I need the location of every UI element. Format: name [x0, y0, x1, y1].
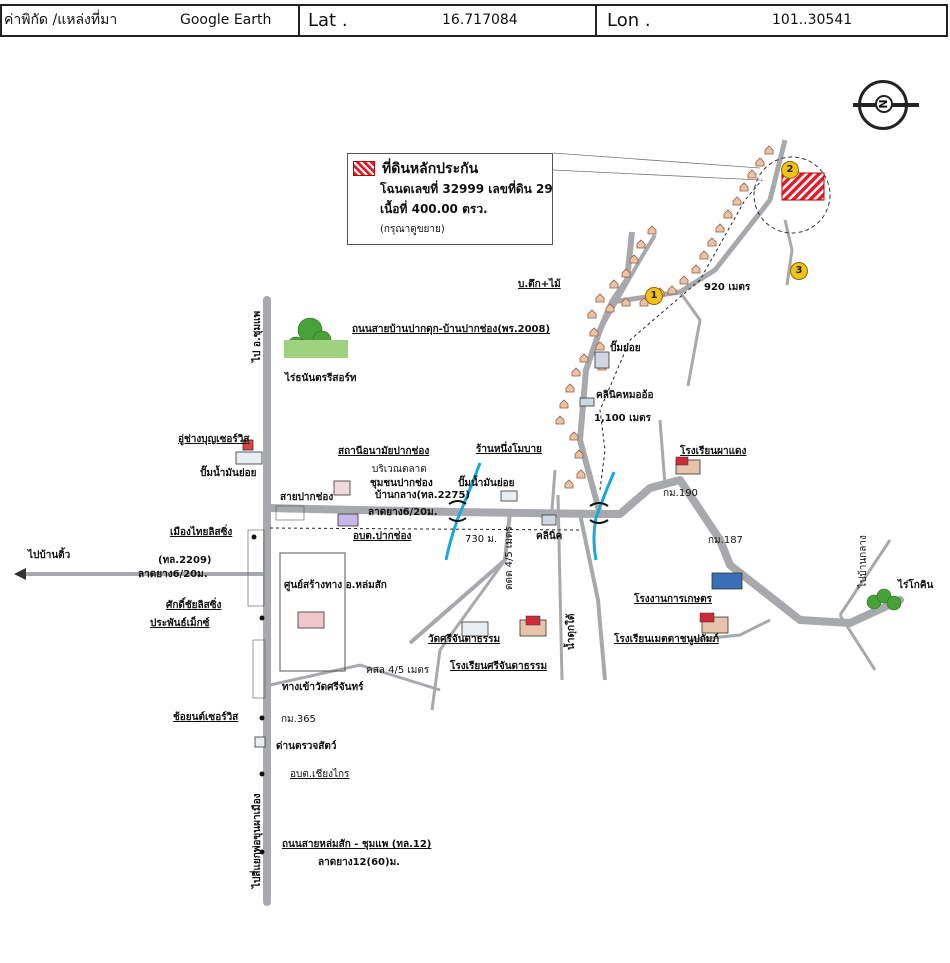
- flag-icons: [525, 456, 715, 626]
- label-dirt-road-a: ดดด 4/5 เมตร: [504, 526, 515, 590]
- label-community: ชุมชนปากช่อง: [370, 478, 433, 489]
- river: [444, 462, 616, 561]
- label-school-metta: โรงเรียนเมตตาชนูปถัมภ์: [614, 634, 719, 645]
- branch-roads: [269, 419, 892, 711]
- label-paved-6-20: ลาดยาง6/20ม.: [368, 507, 438, 518]
- label-road-2209: (ทล.2209): [158, 555, 212, 566]
- label-garage: อู่ช่างบุญเซอร์วิส: [178, 434, 250, 445]
- lat-value: 16.717084: [442, 12, 518, 28]
- label-tao-chiangkrai: อบต.เชียงไกร: [290, 769, 350, 780]
- label-wat: วัดศรีจันดาธรรม: [428, 634, 501, 645]
- houses: [555, 145, 774, 489]
- lon-value: 101..30541: [772, 12, 853, 28]
- label-km-190: กม.190: [663, 488, 698, 499]
- label-school-phadaeng: โรงเรียนผาแดง: [680, 446, 747, 457]
- map-drawing: [14, 139, 904, 906]
- marker-1: 1: [645, 287, 663, 305]
- label-wat-entrance: ทางเข้าวัดศรีจันทร์: [282, 682, 364, 693]
- label-dirt-road-b: คสล 4/5 เมตร: [366, 665, 430, 676]
- compass-north-letter: N: [875, 95, 893, 113]
- label-checkpoint: ด่านตรวจสัตว์: [276, 741, 337, 752]
- label-house-mixed: บ.ตึก+ไม้: [518, 279, 561, 290]
- label-school-sri: โรงเรียนศรีจันดาธรรม: [450, 661, 548, 672]
- tree-icons: [284, 317, 902, 611]
- legend-deed: โฉนดเลขที่ 32999 เลขที่ดิน 29: [380, 182, 553, 196]
- label-agri-office: โรงงานการเกษตร: [634, 594, 712, 605]
- label-to-ban-klang: ไปบ้านกลาง: [858, 535, 869, 588]
- label-chonlak: ช้อยนต์เซอร์วิส: [173, 712, 239, 723]
- route-dashed: [269, 179, 763, 531]
- source-value: Google Earth: [180, 12, 272, 28]
- coord-source-label: ค่าพิกัด /แหล่งที่มา: [4, 12, 118, 28]
- label-to-ban-tio: ไปบ้านติ้ว: [28, 550, 71, 561]
- km-markers: [251, 534, 265, 855]
- label-dist-730: 730 ม.: [465, 534, 498, 545]
- label-paved-12-60: ลาดยาง12(60)ม.: [318, 857, 400, 868]
- label-road-2008: ถนนสายบ้านปากดุก-บ้านปากช่อง(พร.2008): [352, 324, 551, 335]
- legend-note: (กรุณาดูขยาย): [380, 224, 445, 235]
- label-sakdi: ศักดิ์ชัยลิสซิ่ง: [166, 600, 222, 611]
- label-shop: ร้านหนึ่งโมบาย: [476, 444, 542, 455]
- label-lomsak-center: ศูนย์สร้างทาง อ.หล่มสัก: [284, 580, 387, 591]
- main-road-2275: [263, 476, 904, 627]
- label-health-center: สถานีอนามัยปากช่อง: [338, 446, 430, 457]
- label-ban-klang-road: บ้านกลาง(ทล.2275): [375, 490, 470, 501]
- label-clinic: คลินิค: [536, 531, 563, 542]
- header-bar: ค่าพิกัด /แหล่งที่มา Google Earth Lat . …: [0, 4, 948, 37]
- label-dist-920: 920 เมตร: [704, 282, 751, 293]
- legend-area: เนื้อที่ 400.00 ตรว.: [380, 202, 488, 216]
- lat-label: Lat .: [308, 10, 348, 31]
- lon-label: Lon .: [607, 10, 651, 31]
- label-road-12: ถนนสายหล่มสัก - ชุมแพ (ทล.12): [282, 839, 432, 850]
- label-market: บริเวณตลาด: [372, 464, 427, 475]
- label-gas-small: ปั๊มย่อย: [610, 343, 641, 354]
- label-tao-pak-chong: อบต.ปากช่อง: [353, 531, 412, 542]
- label-nam-dukai: น้ำดุกใต้: [566, 613, 577, 650]
- marker-2: 2: [781, 161, 799, 179]
- label-rai-kathin: ไร่โกคิน: [898, 580, 934, 591]
- label-muang-thai: เมืองไทยลิสซิ่ง: [170, 527, 233, 538]
- bridge-icon: [448, 500, 609, 524]
- legend-title: ที่ดินหลักประกัน: [382, 161, 479, 177]
- label-to-chumphae: ไป อ.ชุมแพ: [252, 310, 263, 362]
- label-gas-center: ปั๊มน้ำมันย่อย: [458, 478, 515, 489]
- label-paved-6-20-b: ลาดยาง6/20ม.: [138, 569, 208, 580]
- label-to-junction: ไปสี่แยกพ่อขุนผาเมือง: [252, 793, 263, 888]
- label-prapan: ประพันธ์เม็กซ์: [150, 618, 210, 629]
- label-resort: ไร่ธนันตรรีสอร์ท: [285, 373, 357, 384]
- label-pak-chong-road: สายปากช่อง: [280, 492, 334, 503]
- road-2209: [14, 568, 263, 580]
- label-km-187: กม.187: [708, 535, 743, 546]
- compass-icon: N: [853, 80, 919, 130]
- label-clinic-doctor: คลินิคหมออ้อ: [596, 390, 654, 401]
- label-dist-1100: 1,100 เมตร: [594, 413, 651, 424]
- legend-box: ที่ดินหลักประกัน โฉนดเลขที่ 32999 เลขที่…: [347, 153, 553, 245]
- marker-3: 3: [790, 262, 808, 280]
- parcel-swatch: [353, 161, 375, 176]
- location-map: N ที่ดินหลักประกัน โฉนดเลขที่ 32999 เลขท…: [0, 40, 950, 963]
- label-km-365: กม.365: [281, 714, 316, 725]
- label-gas-nan: ปั๊มน้ำมันย่อย: [200, 468, 257, 479]
